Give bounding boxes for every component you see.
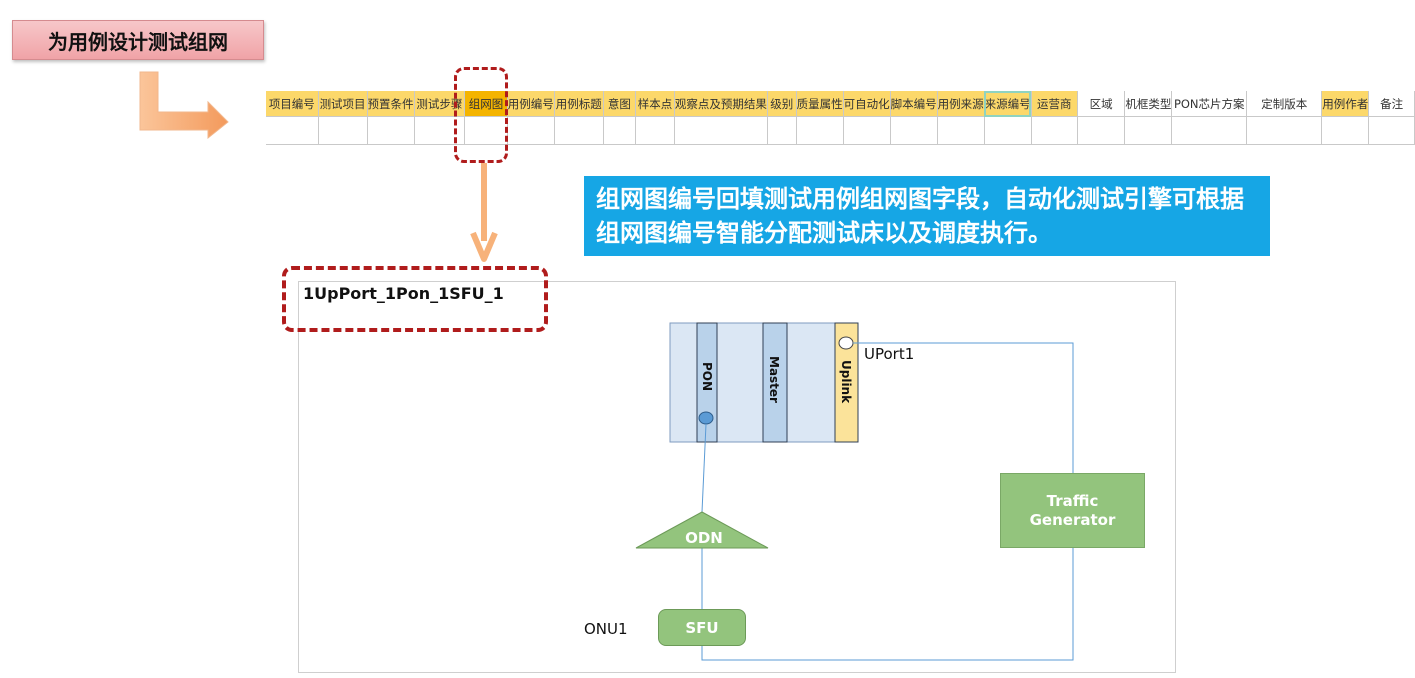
table-cell[interactable] bbox=[603, 116, 637, 145]
uplink-board bbox=[834, 322, 859, 443]
column-header[interactable]: 项目编号 bbox=[266, 91, 319, 117]
table-cell[interactable] bbox=[1321, 116, 1370, 145]
topology-name: 1UpPort_1Pon_1SFU_1 bbox=[303, 284, 504, 303]
table-cell[interactable] bbox=[266, 116, 319, 145]
column-header[interactable]: 组网图 bbox=[464, 91, 508, 117]
odn-shape bbox=[635, 511, 769, 549]
table-cell[interactable] bbox=[890, 116, 938, 145]
column-header[interactable]: PON芯片方案 bbox=[1171, 91, 1248, 117]
table-cell[interactable] bbox=[843, 116, 891, 145]
column-header[interactable]: 意图 bbox=[603, 91, 637, 117]
table-cell[interactable] bbox=[507, 116, 555, 145]
column-header[interactable]: 来源编号 bbox=[984, 91, 1032, 117]
onu-label: ONU1 bbox=[584, 620, 628, 638]
sfu-box: SFU bbox=[658, 609, 746, 646]
table-cell[interactable] bbox=[318, 116, 368, 145]
table-cell[interactable] bbox=[1171, 116, 1248, 145]
table-cell[interactable] bbox=[1077, 116, 1126, 145]
column-header[interactable]: 机框类型 bbox=[1124, 91, 1173, 117]
down-arrow-icon bbox=[470, 163, 498, 262]
column-header[interactable]: 用例编号 bbox=[507, 91, 555, 117]
column-header[interactable]: 脚本编号 bbox=[890, 91, 938, 117]
table-cell[interactable] bbox=[984, 116, 1032, 145]
master-board-label: Master bbox=[767, 356, 781, 403]
column-header[interactable]: 级别 bbox=[767, 91, 797, 117]
master-board bbox=[762, 322, 788, 443]
topology-column-highlight bbox=[454, 67, 508, 163]
column-header[interactable]: 定制版本 bbox=[1246, 91, 1323, 117]
table-cell[interactable] bbox=[367, 116, 415, 145]
column-header[interactable]: 区域 bbox=[1077, 91, 1126, 117]
table-cell[interactable] bbox=[1368, 116, 1415, 145]
column-header[interactable]: 预置条件 bbox=[367, 91, 415, 117]
table-cell[interactable] bbox=[554, 116, 604, 145]
column-header[interactable]: 测试项目 bbox=[318, 91, 368, 117]
uplink-board-label: Uplink bbox=[839, 360, 853, 404]
table-cell[interactable] bbox=[464, 116, 508, 145]
column-header[interactable]: 观察点及预期结果 bbox=[674, 91, 768, 117]
column-header[interactable]: 可自动化 bbox=[843, 91, 891, 117]
table-cell[interactable] bbox=[635, 116, 675, 145]
table-cell[interactable] bbox=[796, 116, 844, 145]
table-header-row: 项目编号测试项目预置条件测试步骤组网图用例编号用例标题意图样本点观察点及预期结果… bbox=[266, 91, 1415, 117]
uplink-port-icon bbox=[838, 336, 854, 350]
column-header[interactable]: 质量属性 bbox=[796, 91, 844, 117]
odn-label: ODN bbox=[685, 529, 723, 547]
column-header[interactable]: 样本点 bbox=[635, 91, 675, 117]
traffic-generator-label: Traffic Generator bbox=[1029, 491, 1116, 529]
table-cell[interactable] bbox=[674, 116, 768, 145]
pon-board bbox=[696, 322, 718, 443]
page-title: 为用例设计测试组网 bbox=[12, 20, 264, 60]
callout-note: 组网图编号回填测试用例组网图字段，自动化测试引擎可根据组网图编号智能分配测试床以… bbox=[584, 176, 1270, 256]
column-header[interactable]: 用例来源 bbox=[937, 91, 985, 117]
table-cell[interactable] bbox=[767, 116, 797, 145]
bent-arrow-icon bbox=[139, 71, 229, 140]
table-cell[interactable] bbox=[937, 116, 985, 145]
uplink-port-label: UPort1 bbox=[864, 345, 915, 363]
column-header[interactable]: 运营商 bbox=[1031, 91, 1078, 117]
table-row bbox=[266, 116, 1415, 145]
table-cell[interactable] bbox=[1246, 116, 1323, 145]
column-header[interactable]: 用例作者 bbox=[1321, 91, 1370, 117]
column-header[interactable]: 备注 bbox=[1368, 91, 1415, 117]
table-cell[interactable] bbox=[1031, 116, 1078, 145]
traffic-generator: Traffic Generator bbox=[1000, 473, 1145, 548]
test-case-table: 项目编号测试项目预置条件测试步骤组网图用例编号用例标题意图样本点观察点及预期结果… bbox=[266, 91, 1415, 145]
column-header[interactable]: 用例标题 bbox=[554, 91, 604, 117]
pon-port-icon bbox=[698, 411, 714, 425]
pon-board-label: PON bbox=[700, 362, 714, 392]
topology-name-highlight bbox=[282, 266, 548, 332]
table-cell[interactable] bbox=[1124, 116, 1173, 145]
